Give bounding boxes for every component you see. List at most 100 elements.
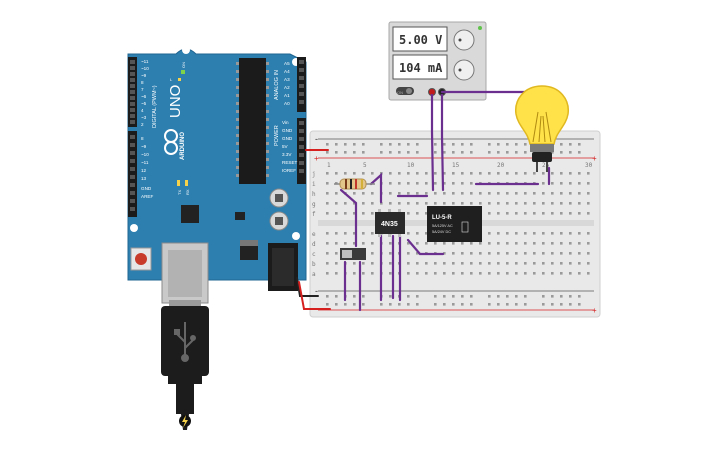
breadboard-hole[interactable]: [578, 272, 581, 275]
breadboard-hole[interactable]: [398, 182, 401, 185]
breadboard-hole[interactable]: [443, 262, 446, 265]
breadboard-hole[interactable]: [515, 262, 518, 265]
breadboard-hole[interactable]: [515, 303, 518, 306]
breadboard-hole[interactable]: [533, 272, 536, 275]
breadboard-hole[interactable]: [434, 151, 437, 154]
breadboard-hole[interactable]: [524, 212, 527, 215]
breadboard-hole[interactable]: [407, 202, 410, 205]
breadboard-hole[interactable]: [569, 272, 572, 275]
breadboard-hole[interactable]: [479, 202, 482, 205]
breadboard-hole[interactable]: [434, 303, 437, 306]
breadboard-hole[interactable]: [326, 172, 329, 175]
breadboard-hole[interactable]: [506, 303, 509, 306]
breadboard-hole[interactable]: [389, 272, 392, 275]
breadboard-hole[interactable]: [569, 202, 572, 205]
breadboard-hole[interactable]: [497, 202, 500, 205]
breadboard-hole[interactable]: [398, 303, 401, 306]
breadboard-hole[interactable]: [335, 202, 338, 205]
breadboard-hole[interactable]: [353, 262, 356, 265]
breadboard-hole[interactable]: [461, 151, 464, 154]
breadboard-hole[interactable]: [452, 252, 455, 255]
breadboard-hole[interactable]: [434, 272, 437, 275]
breadboard-hole[interactable]: [407, 295, 410, 298]
breadboard-hole[interactable]: [560, 232, 563, 235]
breadboard-hole[interactable]: [578, 232, 581, 235]
wires[interactable]: [296, 90, 551, 312]
breadboard-hole[interactable]: [569, 143, 572, 146]
breadboard-hole[interactable]: [560, 242, 563, 245]
breadboard-hole[interactable]: [497, 262, 500, 265]
breadboard-hole[interactable]: [560, 303, 563, 306]
breadboard-hole[interactable]: [461, 202, 464, 205]
breadboard-hole[interactable]: [407, 172, 410, 175]
breadboard-hole[interactable]: [569, 182, 572, 185]
breadboard-hole[interactable]: [551, 151, 554, 154]
breadboard-hole[interactable]: [578, 182, 581, 185]
breadboard-hole[interactable]: [569, 242, 572, 245]
breadboard-hole[interactable]: [542, 242, 545, 245]
breadboard-hole[interactable]: [434, 262, 437, 265]
breadboard-hole[interactable]: [587, 172, 590, 175]
breadboard-hole[interactable]: [425, 192, 428, 195]
breadboard-hole[interactable]: [506, 192, 509, 195]
breadboard-hole[interactable]: [551, 182, 554, 185]
breadboard-hole[interactable]: [344, 151, 347, 154]
breadboard-hole[interactable]: [335, 252, 338, 255]
breadboard-hole[interactable]: [452, 202, 455, 205]
breadboard-hole[interactable]: [452, 143, 455, 146]
breadboard-hole[interactable]: [470, 172, 473, 175]
breadboard-hole[interactable]: [542, 232, 545, 235]
breadboard-hole[interactable]: [353, 303, 356, 306]
breadboard-hole[interactable]: [569, 232, 572, 235]
breadboard-hole[interactable]: [515, 202, 518, 205]
breadboard-hole[interactable]: [578, 242, 581, 245]
breadboard-hole[interactable]: [371, 272, 374, 275]
breadboard-hole[interactable]: [542, 212, 545, 215]
breadboard-hole[interactable]: [497, 295, 500, 298]
breadboard-hole[interactable]: [479, 272, 482, 275]
breadboard-hole[interactable]: [497, 172, 500, 175]
breadboard-hole[interactable]: [362, 262, 365, 265]
breadboard-hole[interactable]: [524, 242, 527, 245]
breadboard-hole[interactable]: [443, 242, 446, 245]
breadboard-hole[interactable]: [380, 151, 383, 154]
breadboard-hole[interactable]: [479, 242, 482, 245]
breadboard-hole[interactable]: [434, 182, 437, 185]
breadboard-hole[interactable]: [578, 172, 581, 175]
breadboard-hole[interactable]: [416, 272, 419, 275]
breadboard-hole[interactable]: [362, 172, 365, 175]
breadboard-hole[interactable]: [353, 202, 356, 205]
breadboard-hole[interactable]: [551, 242, 554, 245]
breadboard-hole[interactable]: [389, 303, 392, 306]
breadboard-hole[interactable]: [470, 295, 473, 298]
breadboard-hole[interactable]: [488, 151, 491, 154]
breadboard-hole[interactable]: [425, 172, 428, 175]
breadboard-hole[interactable]: [443, 192, 446, 195]
breadboard-hole[interactable]: [470, 252, 473, 255]
breadboard-hole[interactable]: [587, 262, 590, 265]
breadboard-hole[interactable]: [452, 272, 455, 275]
breadboard-hole[interactable]: [434, 192, 437, 195]
breadboard-hole[interactable]: [389, 242, 392, 245]
breadboard-hole[interactable]: [506, 242, 509, 245]
breadboard-hole[interactable]: [569, 212, 572, 215]
breadboard-hole[interactable]: [515, 212, 518, 215]
breadboard-hole[interactable]: [416, 143, 419, 146]
breadboard-hole[interactable]: [587, 182, 590, 185]
breadboard-hole[interactable]: [551, 295, 554, 298]
current-knob[interactable]: [453, 59, 475, 81]
breadboard-hole[interactable]: [533, 242, 536, 245]
breadboard-hole[interactable]: [416, 182, 419, 185]
breadboard-hole[interactable]: [524, 192, 527, 195]
breadboard-hole[interactable]: [524, 303, 527, 306]
breadboard-hole[interactable]: [578, 151, 581, 154]
breadboard-hole[interactable]: [326, 252, 329, 255]
breadboard-hole[interactable]: [326, 232, 329, 235]
breadboard-hole[interactable]: [506, 262, 509, 265]
breadboard-hole[interactable]: [515, 242, 518, 245]
resistor[interactable]: [334, 178, 375, 190]
breadboard-hole[interactable]: [560, 143, 563, 146]
breadboard-hole[interactable]: [371, 212, 374, 215]
breadboard-hole[interactable]: [578, 252, 581, 255]
breadboard-hole[interactable]: [389, 172, 392, 175]
